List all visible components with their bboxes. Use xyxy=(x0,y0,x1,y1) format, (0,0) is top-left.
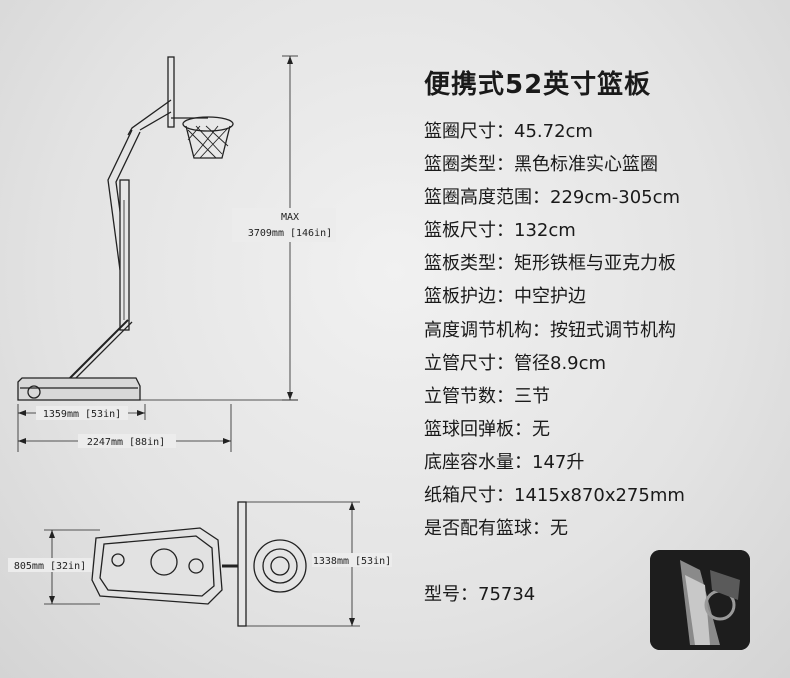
spec-value: 中空护边 xyxy=(514,286,586,308)
spec-item: 篮板护边：中空护边 xyxy=(424,286,586,308)
spec-list: 篮圈尺寸：45.72cm 篮圈类型：黑色标准实心篮圈 篮圈高度范围：229cm-… xyxy=(424,115,685,545)
spec-value: 无 xyxy=(532,418,550,440)
base-width-label: 805mm [32in] xyxy=(14,561,86,572)
spec-item: 篮板类型：矩形铁框与亚克力板 xyxy=(424,253,676,275)
spec-value: 黑色标准实心篮圈 xyxy=(514,154,658,176)
spec-label: 篮圈类型 xyxy=(424,154,496,176)
spec-value: 无 xyxy=(550,518,568,540)
spec-label: 篮板护边 xyxy=(424,286,496,308)
spec-label: 高度调节机构 xyxy=(424,319,532,341)
product-title: 便携式52英寸篮板 xyxy=(424,70,652,100)
spec-value: 132cm xyxy=(514,220,576,242)
product-photo-thumbnail xyxy=(650,550,750,650)
spec-item: 篮板尺寸：132cm xyxy=(424,220,576,242)
model-label: 型号 xyxy=(424,584,460,605)
spec-item: 篮圈高度范围：229cm-305cm xyxy=(424,187,681,209)
spec-label: 立管节数 xyxy=(424,385,496,407)
spec-item: 立管节数：三节 xyxy=(424,385,550,407)
spec-value: 按钮式调节机构 xyxy=(550,319,676,341)
side-view-base xyxy=(17,377,141,401)
spec-label: 是否配有篮球 xyxy=(424,518,532,540)
spec-label: 篮圈高度范围 xyxy=(424,187,532,209)
model-value: 75734 xyxy=(478,584,536,605)
height-dimension-label: 3709mm [146in] xyxy=(248,228,332,239)
spec-label: 篮板尺寸 xyxy=(424,220,496,242)
spec-item: 是否配有篮球：无 xyxy=(424,518,568,540)
spec-item: 底座容水量：147升 xyxy=(424,451,585,473)
spec-value: 矩形铁框与亚克力板 xyxy=(514,253,676,275)
spec-value: 147升 xyxy=(532,451,585,473)
spec-item: 篮圈尺寸：45.72cm xyxy=(424,121,593,142)
total-depth-label: 2247mm [88in] xyxy=(87,437,165,448)
spec-item: 纸箱尺寸：1415x870x275mm xyxy=(424,485,685,507)
model-number: 型号：75734 xyxy=(424,584,536,605)
spec-item: 高度调节机构：按钮式调节机构 xyxy=(424,319,676,341)
spec-value: 45.72cm xyxy=(514,121,593,142)
spec-label: 篮球回弹板 xyxy=(424,418,514,440)
base-depth-label: 1359mm [53in] xyxy=(43,409,121,420)
spec-label: 纸箱尺寸 xyxy=(424,485,496,507)
spec-value: 三节 xyxy=(514,385,550,407)
spec-label: 底座容水量 xyxy=(424,451,514,473)
board-width-label: 1338mm [53in] xyxy=(313,556,391,567)
spec-label: 篮板类型 xyxy=(424,253,496,275)
spec-item: 篮圈类型：黑色标准实心篮圈 xyxy=(424,154,658,176)
spec-label: 立管尺寸 xyxy=(424,352,496,374)
height-max-label: MAX xyxy=(281,212,299,223)
spec-item: 篮球回弹板：无 xyxy=(424,418,550,440)
side-view-pole xyxy=(69,99,172,381)
side-view-backboard xyxy=(167,56,234,159)
top-view xyxy=(91,501,307,627)
spec-label: 篮圈尺寸 xyxy=(424,121,496,142)
spec-value: 229cm-305cm xyxy=(550,187,681,209)
spec-item: 立管尺寸：管径8.9cm xyxy=(424,352,607,374)
spec-value: 管径8.9cm xyxy=(514,352,607,374)
spec-value: 1415x870x275mm xyxy=(514,485,685,507)
